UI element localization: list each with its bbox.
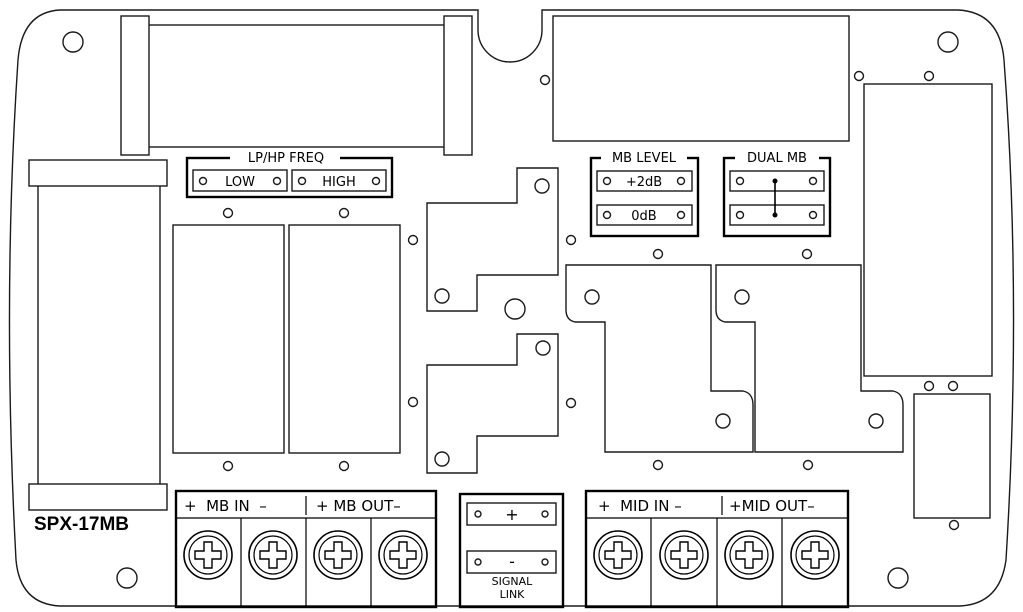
- component-heatsink-mid-right: [715, 264, 904, 453]
- mb-out-label: + MB OUT–: [316, 497, 401, 515]
- component-capacitor-left: [172, 224, 285, 454]
- mount-hole: [116, 567, 138, 589]
- signal-link-label-line2: LINK: [500, 588, 526, 601]
- component-capacitor-right: [288, 224, 401, 454]
- component-heatsink-mid-left: [565, 264, 754, 453]
- freq-switch-title: LP/HP FREQ: [248, 151, 324, 166]
- terminal-screw-icon: [790, 530, 840, 580]
- mount-hole: [62, 31, 84, 53]
- level-0db-label: 0dB: [631, 209, 656, 224]
- mid-out-label: +MID OUT–: [729, 497, 815, 515]
- mid-in-label: + MID IN –: [598, 497, 682, 515]
- mount-hole: [937, 31, 959, 53]
- mount-hole: [887, 567, 909, 589]
- level-plus2db-label: +2dB: [626, 175, 662, 190]
- terminal-screw-icon: [183, 530, 233, 580]
- freq-high-label: HIGH: [322, 175, 355, 190]
- signal-link-minus: -: [509, 552, 515, 571]
- level-switch: MB LEVEL +2dB 0dB: [589, 150, 700, 238]
- component-top-left: [120, 15, 473, 156]
- model-label: SPX-17MB: [34, 514, 129, 535]
- component-top-right: [552, 15, 850, 142]
- signal-link-plus: +: [505, 505, 518, 524]
- dual-mb-switch: DUAL MB: [722, 150, 832, 238]
- board-outline: [8, 9, 1015, 607]
- level-switch-title: MB LEVEL: [612, 151, 677, 166]
- terminal-screw-icon: [659, 530, 709, 580]
- signal-link-block: + - SIGNAL LINK: [458, 492, 565, 609]
- component-right-small: [913, 393, 991, 519]
- dual-switch-title: DUAL MB: [747, 151, 807, 166]
- mb-in-label: + MB IN –: [184, 497, 267, 515]
- mid-terminal-block: + MID IN – +MID OUT–: [584, 489, 850, 609]
- component-right-tall: [863, 83, 993, 377]
- terminal-screw-icon: [593, 530, 643, 580]
- mb-terminal-block: + MB IN – + MB OUT–: [174, 489, 438, 609]
- component-heatsink-lower: [426, 333, 559, 474]
- freq-switch: LP/HP FREQ LOW HIGH: [185, 150, 394, 199]
- freq-low-label: LOW: [225, 175, 255, 190]
- terminal-screw-icon: [248, 530, 298, 580]
- component-heatsink-upper: [426, 167, 559, 312]
- terminal-screw-icon: [724, 530, 774, 580]
- component-left-vertical: [28, 159, 168, 511]
- terminal-screw-icon: [378, 530, 428, 580]
- terminal-screw-icon: [313, 530, 363, 580]
- signal-link-label-line1: SIGNAL: [492, 575, 534, 588]
